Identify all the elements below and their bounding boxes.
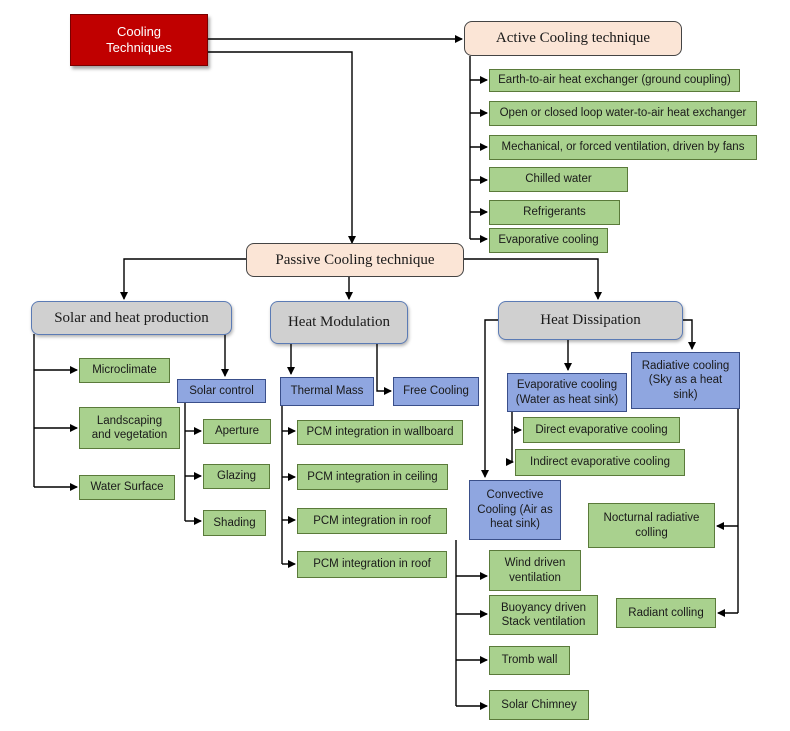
direct-evaporative-cooling: Direct evaporative cooling — [523, 417, 680, 443]
solar-control-node: Solar control — [177, 379, 266, 403]
active-item-evaporative-cooling: Evaporative cooling — [489, 228, 608, 253]
solar-control-item-label: Aperture — [214, 425, 260, 438]
arrow-root-to-passive — [208, 51, 356, 244]
free-cooling-title: Free Cooling — [403, 385, 469, 398]
solar-control-item-label: Shading — [213, 516, 256, 529]
active-item-water-to-air: Open or closed loop water-to-air heat ex… — [489, 101, 757, 126]
solar-item-microclimate: Microclimate — [79, 358, 170, 383]
convective-item-label: Solar Chimney — [501, 698, 577, 711]
convective-cooling-title: Convective Cooling (Air as heat sink) — [477, 489, 553, 531]
heat-modulation-title: Heat Modulation — [287, 314, 391, 331]
pcm-wallboard: PCM integration in wallboard — [297, 420, 463, 445]
root-cooling-techniques: Cooling Techniques — [70, 14, 208, 66]
passive-cooling-node: Passive Cooling technique — [246, 243, 464, 277]
wind-driven-ventilation: Wind driven ventilation — [489, 550, 581, 591]
heat-modulation-node: Heat Modulation — [270, 301, 408, 344]
active-cooling-title: Active Cooling technique — [495, 30, 651, 47]
radiative-cooling-title: Radiative cooling (Sky as a heat sink) — [641, 359, 730, 401]
arrow-passive-to-solar — [120, 258, 246, 300]
arrow-passive-to-dissipation — [462, 258, 602, 300]
radiative-cooling-node: Radiative cooling (Sky as a heat sink) — [631, 352, 740, 409]
pcm-roof-2: PCM integration in roof — [297, 551, 447, 578]
solar-item-label: Microclimate — [92, 364, 157, 377]
solar-chimney: Solar Chimney — [489, 690, 589, 720]
pcm-ceiling: PCM integration in ceiling — [297, 464, 448, 490]
solar-control-title: Solar control — [189, 384, 254, 397]
pcm-roof-1: PCM integration in roof — [297, 508, 447, 534]
solar-control-shading: Shading — [203, 510, 266, 536]
active-item-label: Mechanical, or forced ventilation, drive… — [501, 141, 745, 154]
evaporative-item-label: Direct evaporative cooling — [535, 423, 668, 436]
active-item-label: Refrigerants — [523, 206, 586, 219]
heat-dissipation-title: Heat Dissipation — [540, 312, 641, 329]
solar-heat-production-node: Solar and heat production — [31, 301, 232, 335]
radiant-colling: Radiant colling — [616, 598, 716, 628]
thermal-mass-node: Thermal Mass — [280, 377, 374, 406]
heat-dissipation-node: Heat Dissipation — [498, 301, 683, 340]
solar-control-glazing: Glazing — [203, 464, 270, 489]
buoyancy-stack-ventilation: Buoyancy driven Stack ventilation — [489, 595, 598, 635]
solar-item-water-surface: Water Surface — [79, 475, 175, 500]
solar-heat-production-title: Solar and heat production — [54, 309, 209, 326]
thermal-mass-title: Thermal Mass — [290, 385, 364, 398]
convective-item-label: Tromb wall — [501, 654, 558, 667]
active-item-chilled-water: Chilled water — [489, 167, 628, 192]
radiative-item-label: Nocturnal radiative colling — [603, 512, 700, 539]
pcm-item-label: PCM integration in roof — [313, 514, 431, 527]
solar-item-label: Landscaping and vegetation — [91, 414, 168, 441]
convective-item-label: Wind driven ventilation — [504, 557, 566, 584]
solar-control-item-label: Glazing — [217, 470, 256, 483]
solar-item-label: Water Surface — [90, 481, 164, 494]
root-label: Cooling Techniques — [106, 23, 172, 55]
active-item-label: Chilled water — [525, 173, 592, 186]
active-item-earth-to-air: Earth-to-air heat exchanger (ground coup… — [489, 69, 740, 92]
solar-item-landscaping: Landscaping and vegetation — [79, 407, 180, 449]
active-item-refrigerants: Refrigerants — [489, 200, 620, 225]
radiative-item-label: Radiant colling — [628, 606, 704, 619]
active-item-label: Evaporative cooling — [498, 234, 599, 247]
free-cooling-node: Free Cooling — [393, 377, 479, 406]
pcm-item-label: PCM integration in ceiling — [307, 470, 438, 483]
pcm-item-label: PCM integration in wallboard — [306, 426, 454, 439]
convective-item-label: Buoyancy driven Stack ventilation — [500, 601, 587, 628]
evaporative-cooling-title: Evaporative cooling (Water as heat sink) — [515, 379, 619, 406]
convective-cooling-node: Convective Cooling (Air as heat sink) — [469, 480, 561, 540]
evaporative-cooling-node: Evaporative cooling (Water as heat sink) — [507, 373, 627, 412]
tromb-wall: Tromb wall — [489, 646, 570, 675]
solar-control-aperture: Aperture — [203, 419, 271, 444]
active-item-label: Open or closed loop water-to-air heat ex… — [499, 107, 747, 120]
evaporative-item-label: Indirect evaporative cooling — [530, 456, 670, 469]
pcm-item-label: PCM integration in roof — [313, 558, 431, 571]
active-cooling-node: Active Cooling technique — [464, 21, 682, 56]
active-item-mechanical-ventilation: Mechanical, or forced ventilation, drive… — [489, 135, 757, 160]
nocturnal-radiative-colling: Nocturnal radiative colling — [588, 503, 715, 548]
indirect-evaporative-cooling: Indirect evaporative cooling — [515, 449, 685, 476]
active-item-label: Earth-to-air heat exchanger (ground coup… — [498, 74, 731, 87]
passive-cooling-title: Passive Cooling technique — [275, 251, 435, 268]
